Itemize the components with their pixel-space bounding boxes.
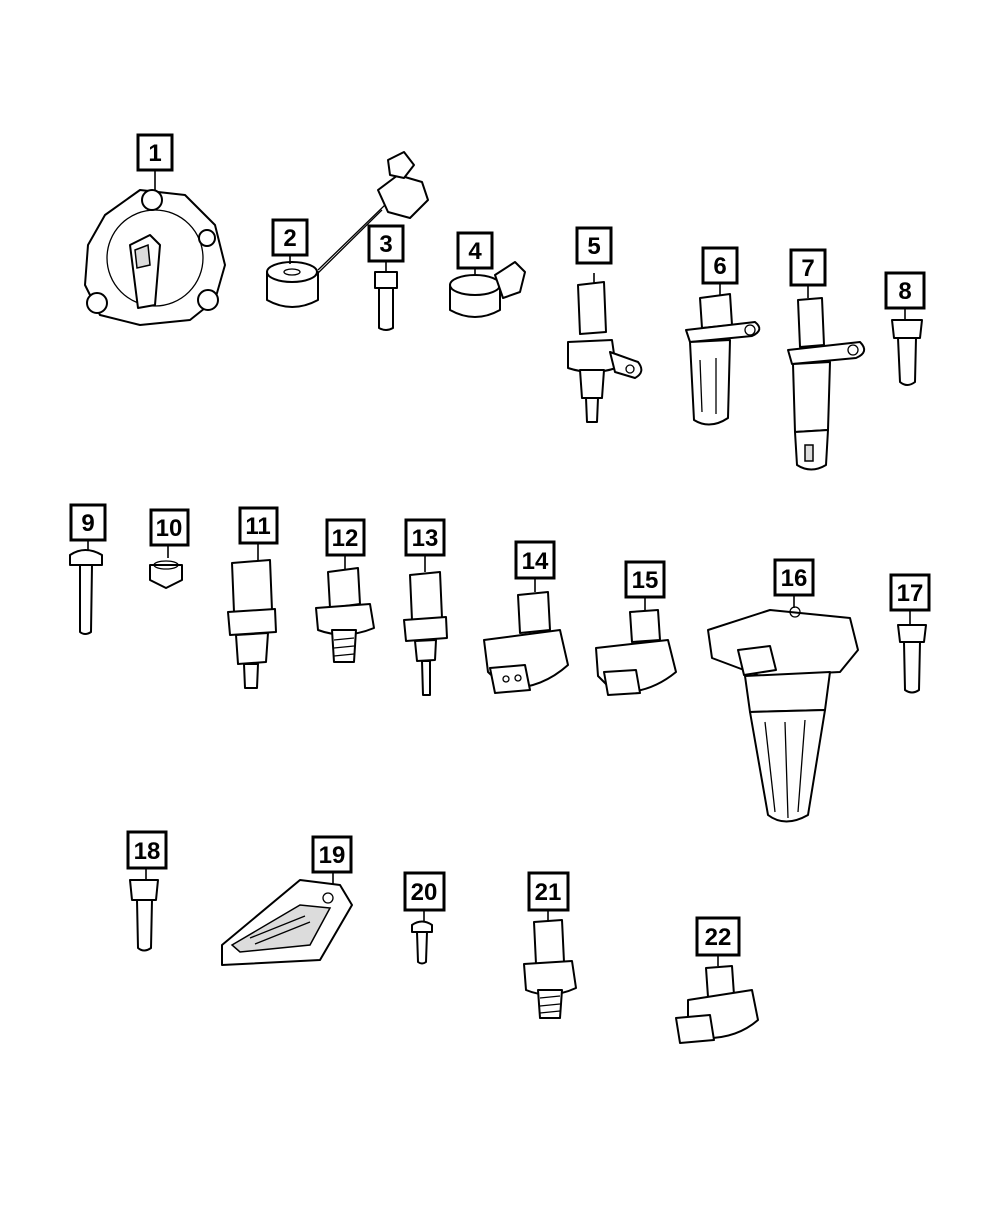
callout-11: 11 — [238, 506, 279, 545]
callout-1-label: 1 — [148, 140, 161, 167]
callout-2-label: 2 — [283, 225, 296, 252]
callout-19-label: 19 — [319, 842, 346, 869]
part-12-pressure-switch — [315, 567, 375, 663]
callout-13: 13 — [404, 518, 446, 557]
part-10-nut — [149, 560, 183, 589]
callout-4-label: 4 — [468, 238, 482, 265]
callout-11-label: 11 — [245, 513, 270, 540]
callout-1: 1 — [136, 133, 174, 172]
part-18-flange-bolt — [129, 879, 159, 952]
callout-9-label: 9 — [81, 510, 94, 537]
callout-8: 8 — [884, 271, 926, 310]
part-8-flange-bolt — [891, 319, 923, 386]
callout-3: 3 — [367, 224, 405, 263]
callout-6-label: 6 — [713, 253, 726, 280]
callout-2: 2 — [271, 218, 309, 257]
callout-15-label: 15 — [632, 567, 659, 594]
callout-3-label: 3 — [379, 231, 392, 258]
part-7-crank-sensor — [787, 297, 866, 471]
callout-17: 17 — [889, 573, 931, 612]
callout-15: 15 — [624, 560, 666, 599]
part-22-sensor — [675, 965, 759, 1044]
part-14-map-sensor — [483, 591, 569, 694]
callout-14: 14 — [514, 540, 556, 580]
part-9-bolt — [69, 549, 103, 635]
callout-21: 21 — [527, 871, 570, 912]
part-5-speed-sensor — [567, 281, 643, 423]
callout-17-label: 17 — [897, 580, 924, 607]
callout-10: 10 — [149, 508, 190, 547]
part-16-sensor-assembly — [707, 606, 859, 823]
callout-22-label: 22 — [705, 924, 732, 951]
callout-12: 12 — [325, 518, 366, 557]
part-15-map-sensor — [595, 609, 677, 696]
callout-19: 19 — [311, 835, 353, 874]
part-20-screw — [411, 920, 433, 965]
callout-5: 5 — [575, 226, 613, 265]
callout-16: 16 — [773, 558, 815, 597]
part-3-bolt — [374, 271, 398, 331]
part-1-sensor-housing — [84, 189, 226, 326]
callout-4: 4 — [456, 231, 494, 270]
part-11-temp-sensor — [227, 559, 277, 689]
callout-20-label: 20 — [411, 879, 438, 906]
part-4-ring-sensor — [449, 261, 526, 318]
callout-13-label: 13 — [412, 525, 439, 552]
part-6-cam-sensor — [685, 293, 761, 426]
callout-5-label: 5 — [587, 233, 600, 260]
callout-21-label: 21 — [535, 879, 562, 906]
callout-18: 18 — [126, 830, 168, 870]
part-13-probe-sensor — [403, 571, 448, 696]
part-17-flange-bolt — [897, 624, 927, 694]
callout-7-label: 7 — [801, 255, 814, 282]
part-2-ring-sensor-cable — [266, 151, 429, 308]
callout-16-label: 16 — [781, 565, 808, 592]
callout-20: 20 — [403, 871, 446, 912]
callout-7: 7 — [789, 248, 827, 287]
part-21-pressure-sensor — [523, 919, 577, 1019]
callout-22: 22 — [695, 916, 741, 957]
callout-9: 9 — [69, 503, 107, 542]
callout-6: 6 — [701, 246, 739, 285]
callout-10-label: 10 — [156, 515, 183, 542]
callout-12-label: 12 — [332, 525, 359, 552]
part-19-module — [221, 879, 353, 966]
callout-14-label: 14 — [522, 548, 549, 575]
callout-8-label: 8 — [898, 278, 911, 305]
callout-18-label: 18 — [134, 838, 161, 865]
